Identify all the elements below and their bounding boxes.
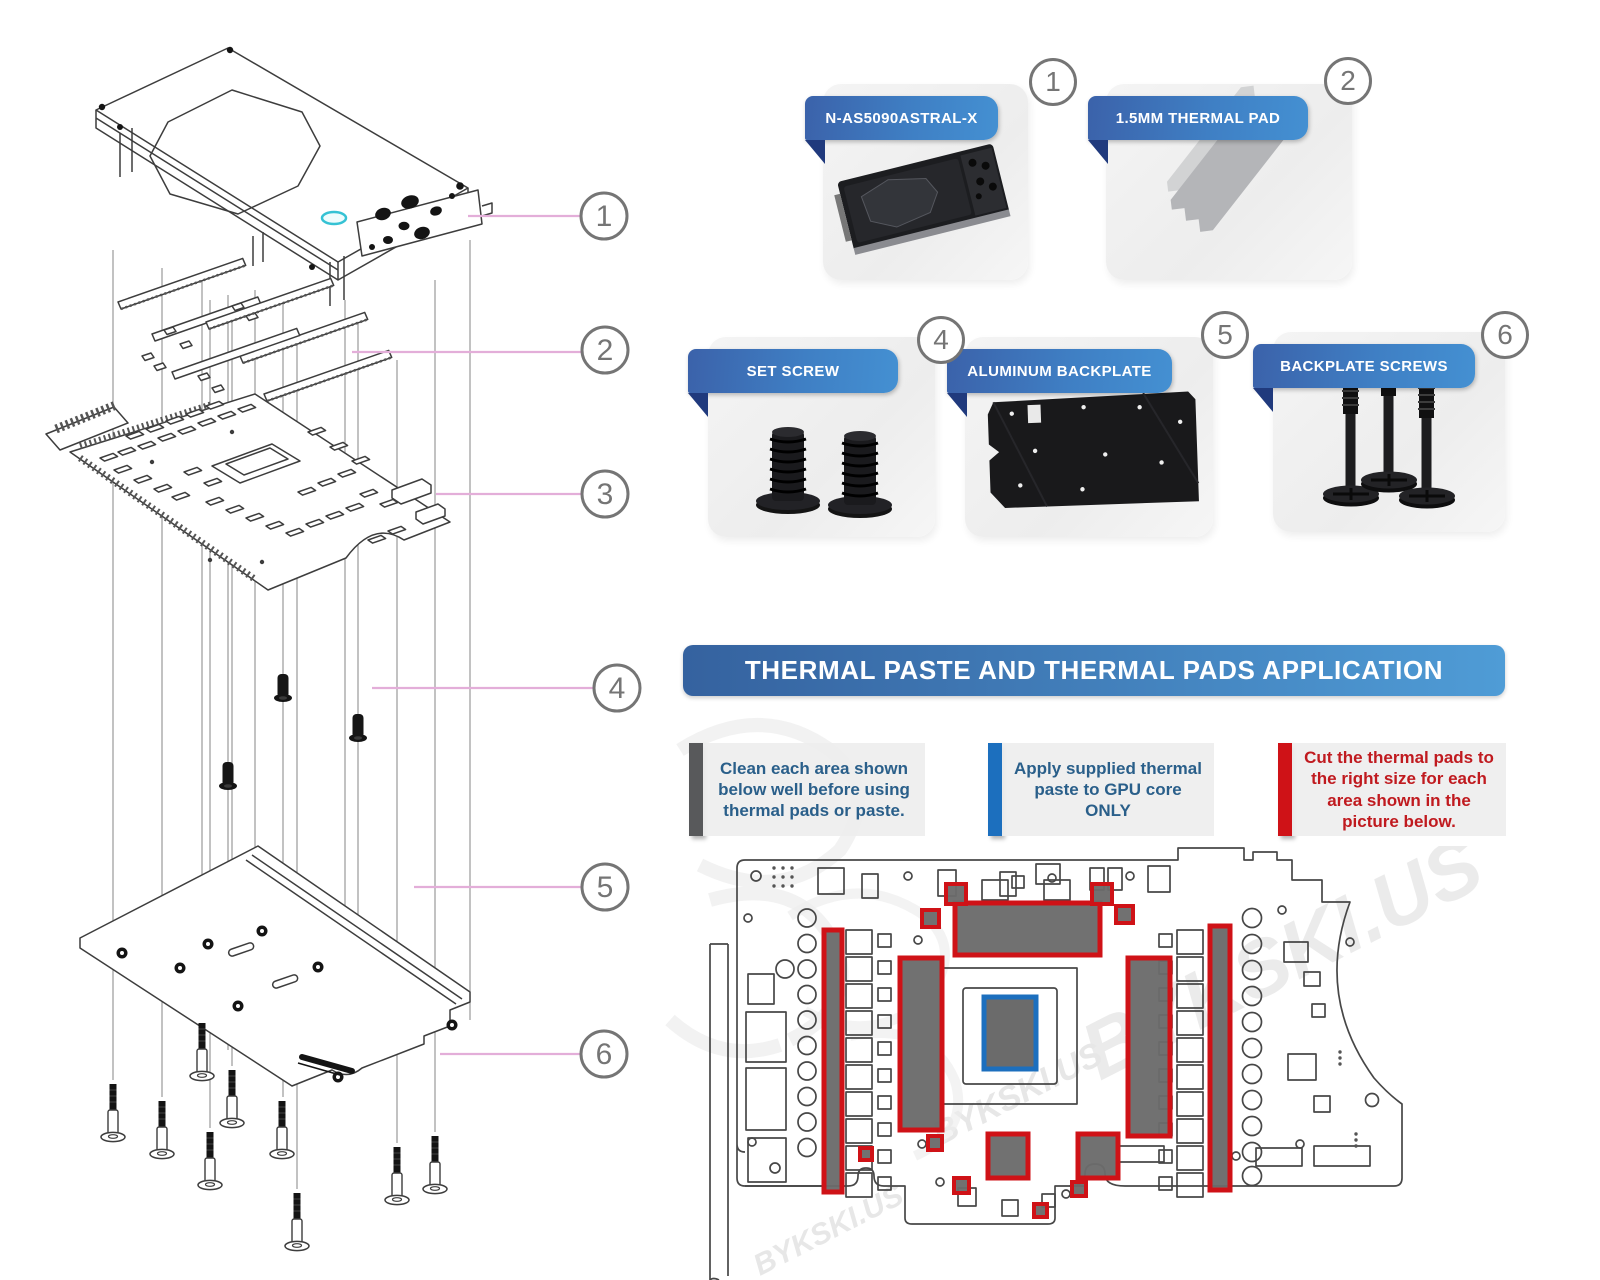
callout-6: 6 <box>596 1038 613 1071</box>
callout-1: 1 <box>596 200 613 233</box>
callout-lines <box>352 214 594 1056</box>
backplate-drawing <box>79 845 471 1087</box>
section-title: THERMAL PASTE AND THERMAL PADS APPLICATI… <box>744 655 1444 685</box>
part-number-1: 1 <box>1029 58 1077 106</box>
pcb-components <box>99 400 446 544</box>
callout-4: 4 <box>609 672 626 705</box>
thermal-pad-strips-drawing <box>117 257 393 403</box>
water-block-photo <box>834 144 1011 255</box>
screw <box>828 431 892 518</box>
screw <box>1323 378 1379 507</box>
part-number-4: 4 <box>917 316 965 364</box>
pad-application-diagram: BYKSKI.US BYKSKI.US BYKSKI.US <box>709 846 1496 1280</box>
exploded-assembly-diagram: 1 2 3 4 5 6 <box>45 46 642 1252</box>
part-label-ribbon: BACKPLATE SCREWS <box>1253 344 1475 388</box>
note-text: Cut the thermal pads to the right size f… <box>1292 743 1506 836</box>
part-number-5: 5 <box>1201 311 1249 359</box>
note-apply-paste: Apply supplied thermal paste to GPU core… <box>988 743 1214 836</box>
callout-5: 5 <box>597 871 614 904</box>
part-label: ALUMINUM BACKPLATE <box>967 362 1152 380</box>
note-accent-bar <box>1278 743 1292 836</box>
part-label: 1.5MM THERMAL PAD <box>1115 109 1281 127</box>
part-label: BACKPLATE SCREWS <box>1280 357 1448 375</box>
note-accent-bar <box>988 743 1002 836</box>
pcb-isometric-drawing <box>45 393 451 591</box>
note-cut-pads: Cut the thermal pads to the right size f… <box>1278 743 1506 836</box>
port-holes <box>98 46 464 270</box>
part-label: SET SCREW <box>746 362 840 380</box>
led-ring-highlight <box>320 210 348 226</box>
note-accent-bar <box>689 743 703 836</box>
backplate-holes <box>116 925 458 1083</box>
part-label-ribbon: 1.5MM THERMAL PAD <box>1088 96 1308 140</box>
screw <box>1399 382 1455 509</box>
part-number-6: 6 <box>1481 311 1529 359</box>
part-label: N-AS5090ASTRAL-X <box>825 109 978 127</box>
callout-bubbles: 1 2 3 4 5 6 <box>579 191 642 1079</box>
part-label-ribbon: ALUMINUM BACKPLATE <box>947 349 1172 393</box>
backplate-screws-photo <box>1323 360 1455 509</box>
note-text: Clean each area shown below well before … <box>703 743 925 836</box>
set-screws-photo <box>756 427 892 518</box>
pcb-dots <box>149 429 265 565</box>
alignment-lines <box>112 240 471 1189</box>
part-label-ribbon: N-AS5090ASTRAL-X <box>805 96 998 140</box>
water-block-drawing <box>95 46 493 306</box>
note-text: Apply supplied thermal paste to GPU core… <box>1002 743 1214 836</box>
thermal-pad-areas <box>821 882 1233 1219</box>
gpu-core-paste-area <box>981 994 1039 1072</box>
backplate-photo <box>987 391 1200 508</box>
note-clean-areas: Clean each area shown below well before … <box>689 743 925 836</box>
callout-2: 2 <box>597 334 614 367</box>
pcb-dot-clusters <box>772 866 1358 1148</box>
callout-3: 3 <box>597 478 614 511</box>
part-number-2: 2 <box>1324 57 1372 105</box>
section-title-banner: THERMAL PASTE AND THERMAL PADS APPLICATI… <box>683 645 1505 696</box>
screw <box>756 427 820 514</box>
part-label-ribbon: SET SCREW <box>688 349 898 393</box>
